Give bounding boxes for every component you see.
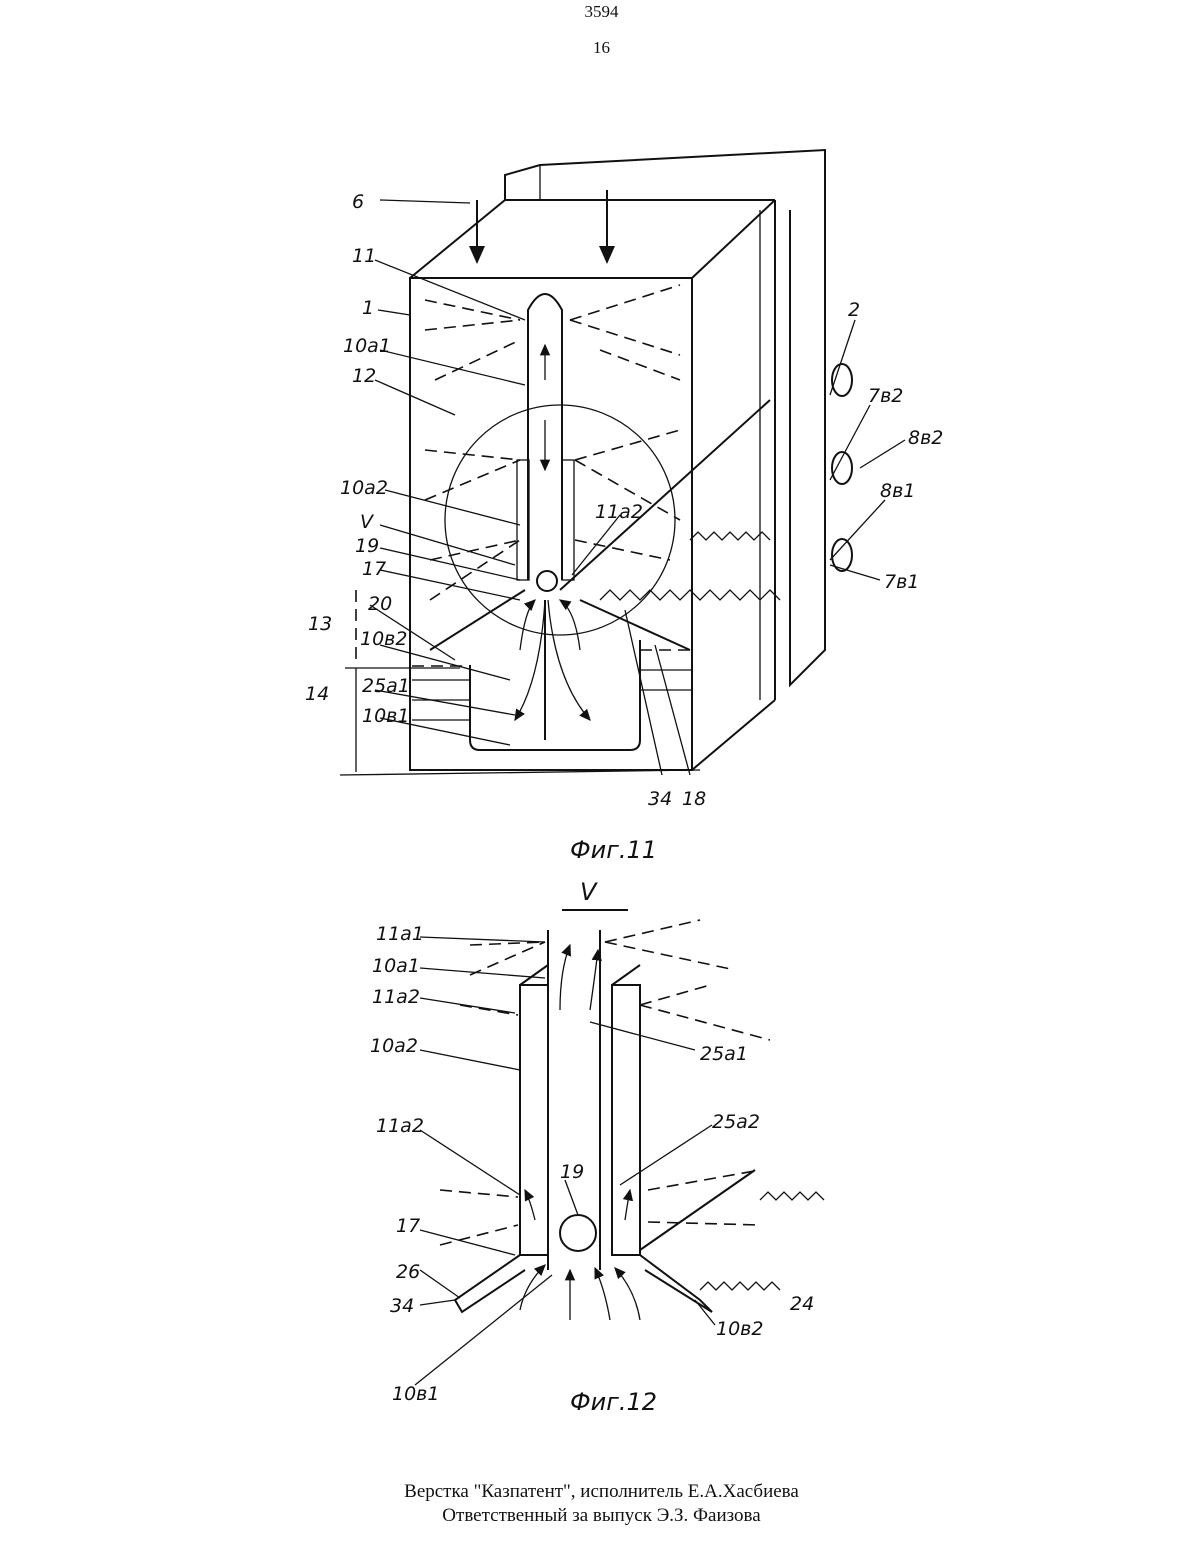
label-26: 26: [396, 1261, 420, 1283]
label-11a2: 11а2: [595, 501, 643, 523]
label-10v2-fig12: 10в2: [716, 1318, 763, 1340]
label-11a2-top: 11а2: [372, 986, 420, 1008]
label-25a1: 25а1: [362, 675, 410, 697]
label-34-fig12: 34: [390, 1295, 414, 1317]
label-11a1: 11а1: [376, 923, 424, 945]
footer-line-1: Верстка "Казпатент", исполнитель Е.А.Хас…: [0, 1480, 1203, 1504]
label-10v2: 10в2: [360, 628, 407, 650]
label-25a1-fig12: 25а1: [700, 1043, 748, 1065]
figure-12-caption: Фиг.12: [570, 1388, 657, 1416]
label-10v1-fig12: 10в1: [392, 1383, 439, 1405]
label-6: 6: [352, 191, 364, 213]
label-17-fig12: 17: [396, 1215, 420, 1237]
footer-line-2: Ответственный за выпуск Э.З. Фаизова: [0, 1504, 1203, 1528]
label-25a2: 25а2: [712, 1111, 760, 1133]
label-24: 24: [790, 1293, 814, 1315]
figure-12-labels: V 11а1 10а1 11а2 10а2 25а1 11а2 25а2 19 …: [370, 878, 814, 1416]
label-19: 19: [355, 535, 379, 557]
label-10a2-fig12: 10а2: [370, 1035, 418, 1057]
label-7v1: 7в1: [884, 571, 919, 593]
figure-12-title: V: [580, 878, 598, 906]
figure-12-drawing: [415, 910, 824, 1385]
figure-11-labels: 6 11 1 10а1 12 10а2 V 19 17 20 13 10в2 1…: [305, 191, 943, 864]
label-V: V: [360, 511, 375, 533]
label-10a2: 10а2: [340, 477, 388, 499]
figure-11-drawing: [340, 150, 905, 775]
label-10v1: 10в1: [362, 705, 409, 727]
label-11a2-bottom: 11а2: [376, 1115, 424, 1137]
label-18: 18: [682, 788, 706, 810]
label-14: 14: [305, 683, 329, 705]
label-19-fig12: 19: [560, 1161, 584, 1183]
label-7v2: 7в2: [868, 385, 903, 407]
label-11: 11: [352, 245, 376, 267]
label-10a1: 10а1: [343, 335, 391, 357]
label-10a1-fig12: 10а1: [372, 955, 420, 977]
label-2: 2: [848, 299, 860, 321]
figure-11-caption: Фиг.11: [570, 836, 657, 864]
label-34: 34: [648, 788, 672, 810]
label-13: 13: [308, 613, 332, 635]
label-1: 1: [362, 297, 374, 319]
label-17: 17: [362, 558, 386, 580]
label-8v2: 8в2: [908, 427, 943, 449]
label-20: 20: [368, 593, 392, 615]
label-8v1: 8в1: [880, 480, 915, 502]
label-12: 12: [352, 365, 376, 387]
